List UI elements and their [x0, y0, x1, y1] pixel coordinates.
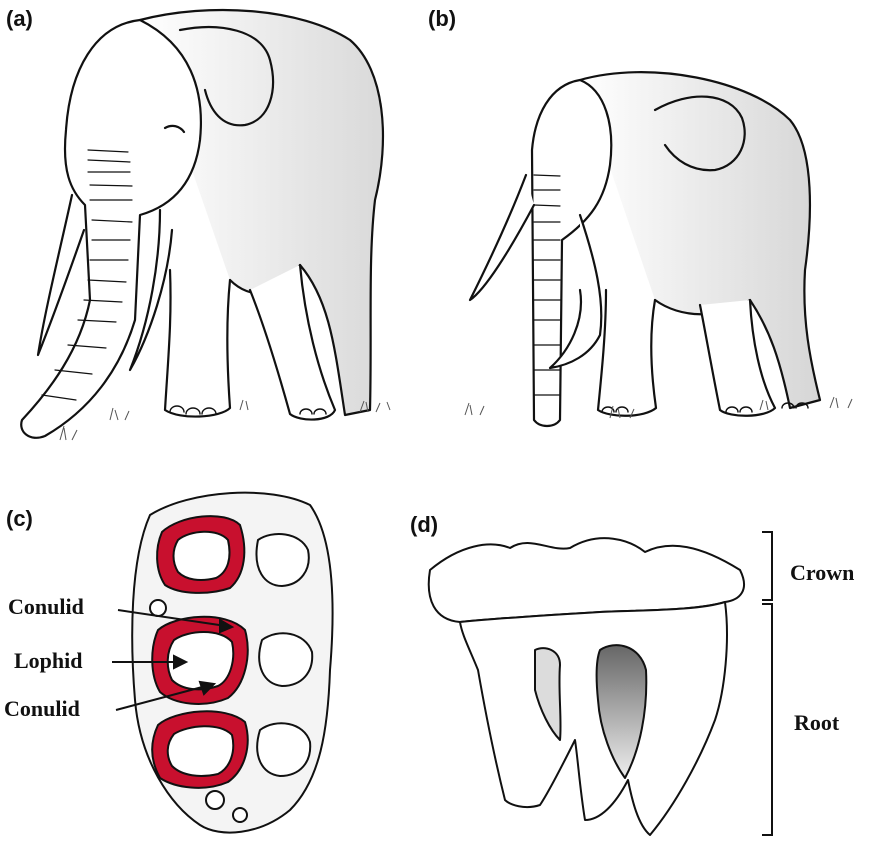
elephant-b-illustration: [430, 0, 883, 460]
label-crown: Crown: [790, 560, 854, 586]
panel-c: (c) Conulid: [0, 460, 360, 845]
label-lophid: Lophid: [14, 648, 83, 674]
label-root: Root: [794, 710, 839, 736]
panel-b-letter: (b): [428, 6, 456, 32]
molar-side-illustration: [400, 460, 883, 845]
panel-d: (d) Crown Root: [400, 460, 883, 845]
panel-a: (a): [0, 0, 430, 460]
panel-a-letter: (a): [6, 6, 33, 32]
label-conulid-top: Conulid: [8, 594, 84, 620]
label-conulid-bottom: Conulid: [4, 696, 80, 722]
panel-b: (b): [430, 0, 883, 460]
root-shape: [460, 602, 727, 835]
elephant-a-illustration: [0, 0, 430, 460]
